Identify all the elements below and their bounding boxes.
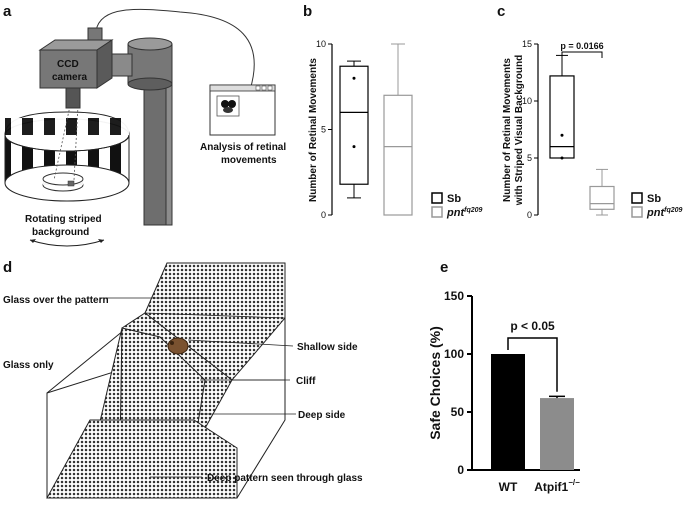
x-tick-label-text: WT <box>499 480 518 494</box>
legend-b-swatch-sb <box>431 192 443 204</box>
y-tick-label: 100 <box>444 347 464 361</box>
chart-c: 0 5 10 15 p = 0.0166 <box>522 39 615 220</box>
legend-b-pnt-sup: fq209 <box>464 207 482 214</box>
rotation-arrow <box>29 239 105 247</box>
camera-label-1: CCD <box>57 59 79 70</box>
label-deep-side: Deep side <box>298 410 346 421</box>
panel-c: c Number of Retinal Movements with Strip… <box>497 3 683 220</box>
glass-edge <box>144 312 286 319</box>
analysis-label-1: Analysis of retinal <box>200 142 286 153</box>
y-tick-label: 10 <box>316 39 326 49</box>
legend-c-pnt-name: pnt <box>646 207 665 219</box>
ccd-camera <box>38 39 114 109</box>
legend-c-pnt-sup: fq209 <box>664 207 682 214</box>
bar <box>540 398 574 470</box>
box-iqr <box>549 75 575 159</box>
legend-c: Sb pntfq209 <box>631 192 683 219</box>
label-cliff: Cliff <box>296 376 316 387</box>
box-point <box>560 133 564 137</box>
box-iqr <box>383 94 413 216</box>
y-tick-label: 0 <box>527 210 532 220</box>
x-tick-label-sup: −/− <box>568 478 580 487</box>
label-shallow-side: Shallow side <box>297 342 358 353</box>
legend-b: Sb pntfq209 <box>431 192 483 219</box>
box-point <box>352 145 356 149</box>
legend-b-sb: Sb <box>447 193 461 205</box>
legend-c-pnt: pntfq209 <box>646 207 683 219</box>
legend-c-sb: Sb <box>647 193 661 205</box>
label-glass-only: Glass only <box>3 360 54 371</box>
panel-b-label: b <box>303 3 312 20</box>
mouse <box>167 337 189 355</box>
y-tick-label: 5 <box>527 153 532 163</box>
panel-c-ylabel-1: Number of Retinal Movements <box>502 58 513 202</box>
significance-bracket <box>561 51 603 58</box>
drum-label-1: Rotating striped <box>25 214 102 225</box>
drum-label-2: background <box>32 227 89 238</box>
panel-e-ylabel: Safe Choices (%) <box>427 326 443 440</box>
bar <box>491 354 525 470</box>
panel-c-label: c <box>497 3 505 20</box>
rotation-arrow-head-right <box>98 239 104 243</box>
x-tick-label: Atpif1−/− <box>534 478 580 494</box>
y-tick-label: 10 <box>522 96 532 106</box>
panel-a-label: a <box>3 3 12 20</box>
deep-floor <box>46 419 238 499</box>
box-point <box>560 156 564 160</box>
significance-bracket <box>507 337 558 392</box>
camera-cable <box>95 8 255 91</box>
legend-c-swatch-sb <box>631 192 643 204</box>
box-point <box>352 76 356 80</box>
x-tick-label: WT <box>499 480 518 494</box>
p-value: p < 0.05 <box>510 319 555 333</box>
p-value: p = 0.0166 <box>560 41 603 51</box>
legend-c-swatch-pnt <box>631 206 643 218</box>
box-iqr <box>589 185 615 210</box>
panel-d: d Glass over the pattern Glass only Shal… <box>3 259 363 499</box>
panel-d-label: d <box>3 259 12 276</box>
rotating-drum <box>4 105 130 202</box>
chart-b: 0 5 10 <box>316 39 413 220</box>
camera-label-2: camera <box>52 72 87 83</box>
panel-b: b Number of Retinal Movements 0 5 10 Sb pn… <box>303 3 483 220</box>
legend-b-swatch-pnt <box>431 206 443 218</box>
legend-b-pnt-name: pnt <box>446 207 465 219</box>
analysis-window <box>209 84 276 136</box>
x-tick-label-text: Atpif1 <box>534 480 568 494</box>
rotation-arrow-head-left <box>30 239 36 243</box>
panel-c-ylabel-2: with Striped Visual Background <box>514 55 525 206</box>
label-glass-pattern: Glass over the pattern <box>3 295 109 306</box>
camera-stand <box>105 37 173 226</box>
panel-e-label: e <box>440 259 448 276</box>
box-iqr <box>339 65 369 185</box>
panel-a: a Rotating striped background <box>3 3 286 247</box>
y-tick-label: 150 <box>444 289 464 303</box>
y-tick-label: 5 <box>321 125 326 135</box>
y-tick-label: 50 <box>451 405 465 419</box>
leader-shallow <box>187 339 294 347</box>
mouse-ear <box>170 341 174 345</box>
legend-b-pnt: pntfq209 <box>446 207 483 219</box>
analysis-label-2: movements <box>221 155 277 166</box>
y-tick-label: 15 <box>522 39 532 49</box>
y-tick-label: 0 <box>321 210 326 220</box>
label-deep-pattern: Deep pattern seen through glass <box>207 473 363 484</box>
shallow-platform <box>144 262 286 381</box>
y-tick-label: 0 <box>457 463 464 477</box>
panel-b-ylabel: Number of Retinal Movements <box>308 58 319 202</box>
